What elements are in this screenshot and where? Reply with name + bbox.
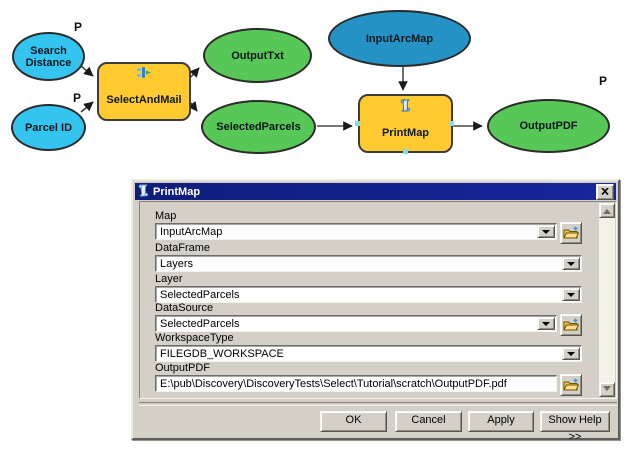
layer-label: Layer — [155, 273, 183, 285]
node-parcel-id[interactable]: Parcel ID — [11, 104, 86, 151]
modelbuilder-canvas[interactable]: P P P Search Distance Parcel ID SelectAn… — [0, 0, 628, 178]
chevron-up-icon — [603, 205, 611, 214]
close-icon — [601, 188, 609, 195]
chevron-down-icon — [542, 321, 550, 330]
dataframe-combo[interactable]: Layers — [155, 255, 582, 272]
datasource-combo-dropdown-button[interactable] — [537, 317, 555, 330]
map-combo-value: InputArcMap — [160, 226, 223, 238]
node-search-distance[interactable]: Search Distance — [12, 32, 85, 81]
chevron-down-icon — [567, 351, 575, 360]
map-label: Map — [155, 210, 177, 222]
datasource-combo-value: SelectedParcels — [160, 318, 240, 330]
tool-label: PrintMap — [381, 127, 430, 139]
workspacetype-label: WorkspaceType — [155, 332, 234, 344]
parameter-panel: Map InputArcMap DataFrame Layers — [139, 201, 617, 399]
outputpdf-label: OutputPDF — [155, 362, 211, 374]
connector-handle — [403, 149, 408, 154]
dataframe-combo-dropdown-button[interactable] — [562, 257, 580, 270]
close-button[interactable] — [596, 183, 614, 200]
workspacetype-combo-dropdown-button[interactable] — [562, 347, 580, 360]
ok-button[interactable]: OK — [320, 411, 387, 432]
outputpdf-browse-button[interactable] — [560, 374, 582, 396]
dialog-scrollbar[interactable] — [599, 203, 615, 397]
node-output-txt[interactable]: OutputTxt — [203, 28, 312, 83]
dialog-titlebar[interactable]: PrintMap — [135, 183, 616, 200]
chevron-down-icon — [542, 229, 550, 238]
open-folder-icon — [563, 378, 579, 391]
scroll-up-button[interactable] — [599, 203, 615, 218]
layer-combo[interactable]: SelectedParcels — [155, 286, 582, 303]
connector-handle — [355, 121, 360, 126]
node-select-and-mail[interactable]: SelectAndMail — [97, 62, 191, 121]
script-icon — [138, 184, 149, 200]
cancel-button[interactable]: Cancel — [395, 411, 462, 432]
layer-combo-dropdown-button[interactable] — [562, 288, 580, 301]
scroll-down-button[interactable] — [599, 382, 615, 397]
map-combo-dropdown-button[interactable] — [537, 225, 555, 238]
separator — [139, 402, 617, 406]
parameter-marker: P — [74, 20, 83, 34]
node-selected-parcels[interactable]: SelectedParcels — [201, 100, 316, 154]
open-folder-icon — [563, 318, 579, 331]
connector-arrows — [80, 65, 483, 131]
tool-label: SelectAndMail — [106, 94, 182, 106]
printmap-dialog: PrintMap Map InputArcMap — [131, 179, 620, 443]
chevron-down-icon — [567, 261, 575, 270]
map-browse-button[interactable] — [560, 222, 582, 244]
layer-combo-value: SelectedParcels — [160, 289, 240, 301]
workspacetype-combo[interactable]: FILEGDB_WORKSPACE — [155, 345, 582, 362]
parameter-marker: P — [599, 74, 608, 88]
connector-handle — [449, 121, 454, 126]
datasource-label: DataSource — [155, 302, 214, 314]
dataframe-label: DataFrame — [155, 242, 211, 254]
datasource-combo[interactable]: SelectedParcels — [155, 315, 557, 332]
outputpdf-input[interactable]: E:\pub\Discovery\DiscoveryTests\Select\T… — [155, 375, 557, 392]
datasource-browse-button[interactable] — [560, 314, 582, 336]
dialog-title: PrintMap — [153, 185, 201, 198]
model-tool-icon — [137, 67, 151, 81]
chevron-down-icon — [567, 292, 575, 301]
node-input-arcmap[interactable]: InputArcMap — [328, 10, 471, 67]
parameter-marker: P — [73, 91, 82, 105]
dataframe-combo-value: Layers — [160, 258, 194, 270]
node-print-map[interactable]: PrintMap — [358, 94, 453, 153]
node-output-pdf[interactable]: OutputPDF — [487, 99, 610, 153]
apply-button[interactable]: Apply — [468, 411, 534, 432]
map-combo[interactable]: InputArcMap — [155, 223, 557, 240]
open-folder-icon — [563, 226, 579, 239]
script-icon — [400, 99, 411, 115]
show-help-button[interactable]: Show Help >> — [540, 411, 610, 443]
workspacetype-combo-value: FILEGDB_WORKSPACE — [160, 348, 284, 360]
chevron-down-icon — [603, 386, 611, 395]
outputpdf-input-value: E:\pub\Discovery\DiscoveryTests\Select\T… — [160, 378, 507, 390]
